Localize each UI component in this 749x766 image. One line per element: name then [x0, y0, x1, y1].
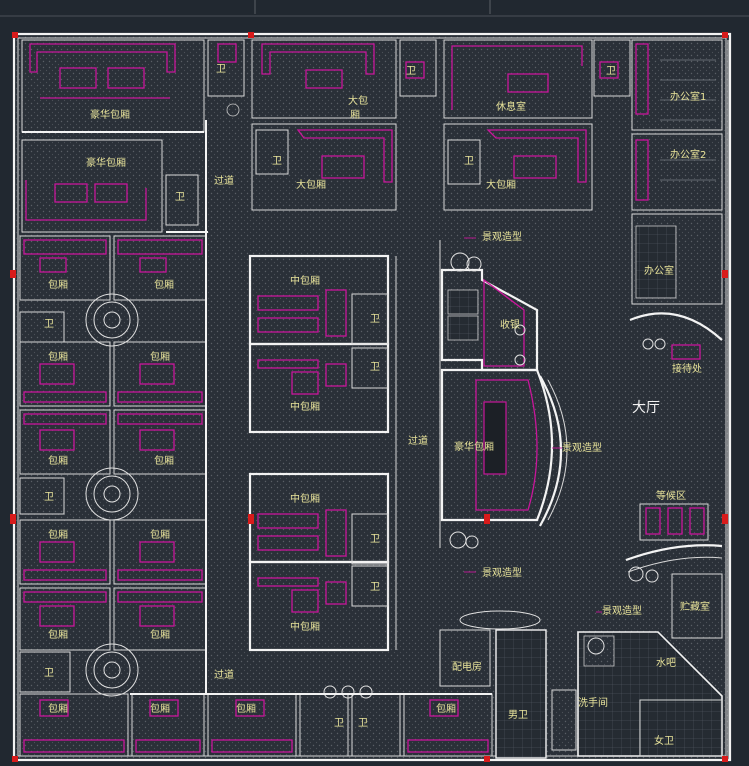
- label-female-toilet: 女卫: [654, 734, 674, 747]
- landscape-plants: [449, 252, 666, 655]
- label-storage: 贮藏室: [680, 600, 710, 613]
- label-room-4: 包厢: [150, 350, 170, 363]
- label-corridor-mid: 过道: [408, 434, 428, 447]
- label-room-1: 包厢: [48, 278, 68, 291]
- rosette-decoration: [85, 293, 139, 697]
- bottom-room-row: [19, 685, 493, 757]
- luxury-room-center: [440, 368, 554, 522]
- label-corridor-top: 过道: [214, 174, 234, 187]
- label-office: 办公室: [644, 264, 674, 277]
- label-toilet-3: 卫: [406, 66, 416, 77]
- label-power-room: 配电房: [452, 660, 482, 673]
- label-toilet-left-2: 卫: [44, 492, 54, 503]
- label-toilet-bottom-2: 卫: [358, 718, 368, 729]
- label-room-13: 包厢: [236, 702, 256, 715]
- label-wash: 洗手间: [578, 696, 608, 709]
- label-landscape-2: 景观造型: [562, 441, 602, 454]
- label-toilet-mid-2: 卫: [370, 362, 380, 373]
- label-room-2: 包厢: [154, 278, 174, 291]
- label-toilet-5: 卫: [606, 66, 616, 77]
- label-room-3: 包厢: [48, 350, 68, 363]
- label-room-5: 包厢: [48, 454, 68, 467]
- label-office-2: 办公室2: [670, 148, 706, 161]
- label-landscape-4: 景观造型: [602, 604, 642, 617]
- label-bar: 水吧: [656, 657, 676, 669]
- label-landscape-3: 景观造型: [482, 566, 522, 579]
- label-big-room-split-1: 大包: [348, 94, 368, 107]
- label-toilet-2: 卫: [175, 192, 185, 203]
- label-luxury-room-2: 豪华包厢: [86, 156, 126, 169]
- label-toilet-left-1: 卫: [44, 319, 54, 330]
- label-toilet-6: 卫: [464, 156, 474, 167]
- label-room-9: 包厢: [48, 628, 68, 641]
- left-room-grid: [19, 235, 207, 651]
- label-male-toilet: 男卫: [508, 709, 528, 721]
- label-toilet-4: 卫: [272, 156, 282, 167]
- label-room-8: 包厢: [150, 528, 170, 541]
- label-reception: 接待处: [672, 362, 702, 375]
- label-office-1: 办公室1: [670, 90, 706, 103]
- label-luxury-room-center: 豪华包厢: [454, 440, 494, 453]
- label-waiting: 等候区: [656, 489, 686, 502]
- label-room-12: 包厢: [150, 702, 170, 715]
- label-cashier: 收银: [500, 318, 520, 331]
- label-corridor-bottom: 过道: [214, 668, 234, 681]
- label-landscape-1: 景观造型: [482, 230, 522, 243]
- label-big-room-2: 大包厢: [486, 178, 516, 191]
- label-luxury-room-1: 豪华包厢: [90, 108, 130, 121]
- label-big-room-split-2: 厢: [350, 109, 360, 121]
- label-toilet-mid-3: 卫: [370, 534, 380, 545]
- grid-markers: [10, 32, 728, 762]
- label-room-6: 包厢: [154, 454, 174, 467]
- label-toilet-mid-4: 卫: [370, 582, 380, 593]
- label-rest-room: 休息室: [496, 100, 526, 113]
- label-toilet-left-3: 卫: [44, 668, 54, 679]
- label-toilet-mid-1: 卫: [370, 314, 380, 325]
- label-mid-room-4: 中包厢: [290, 620, 320, 633]
- label-mid-room-3: 中包厢: [290, 492, 320, 505]
- label-hall: 大厅: [632, 400, 660, 416]
- label-big-room-1: 大包厢: [296, 178, 326, 191]
- label-room-11: 包厢: [48, 702, 68, 715]
- label-room-14: 包厢: [436, 702, 456, 715]
- label-mid-room-2: 中包厢: [290, 400, 320, 413]
- label-mid-room-1: 中包厢: [290, 274, 320, 287]
- label-toilet-bottom-1: 卫: [334, 718, 344, 729]
- label-room-10: 包厢: [150, 628, 170, 641]
- label-room-7: 包厢: [48, 528, 68, 541]
- label-toilet-1: 卫: [216, 64, 226, 75]
- outer-wall: [12, 32, 732, 762]
